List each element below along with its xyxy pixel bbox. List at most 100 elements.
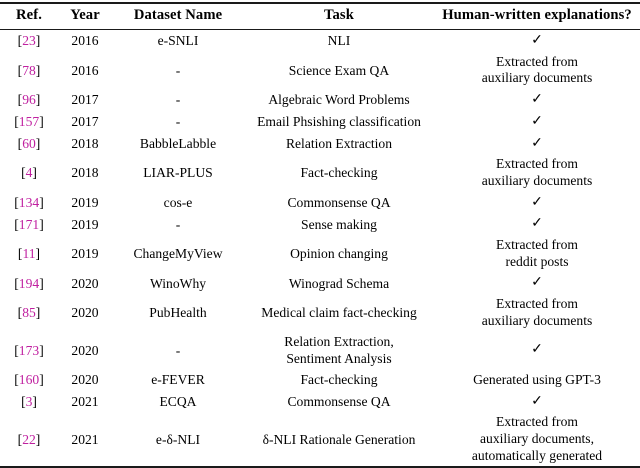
cell-ref: [171] <box>0 213 58 235</box>
cell-task: Fact-checking <box>300 372 378 388</box>
cell-dataset-name: e-FEVER <box>151 372 205 388</box>
table-row: [60] 2018 BabbleLabble Relation Extraction ✓ <box>0 133 640 155</box>
cell-year: 2016 <box>71 33 99 49</box>
cell-explanations: Generated using GPT-3 <box>473 371 601 387</box>
column-header-human-written-explanations: Human-written explanations? <box>442 7 632 23</box>
column-header-dataset-name: Dataset Name <box>133 7 223 23</box>
cell-task: Email Phsishing classification <box>257 114 421 130</box>
checkmark-icon: ✓ <box>531 216 543 232</box>
cell-ref: [78] <box>0 52 58 89</box>
cell-ref: [134] <box>0 192 58 214</box>
cell-task: Relation Extraction <box>285 135 393 151</box>
citation-link[interactable]: [22] <box>17 431 41 447</box>
cell-explanations: Extracted from auxiliary documents <box>481 53 593 86</box>
cell-ref: [11] <box>0 235 58 272</box>
datasets-table: Ref. Year Dataset Name Task Human-writte… <box>0 4 640 29</box>
citation-number: 173 <box>18 342 40 358</box>
cell-ref: [160] <box>0 369 58 390</box>
citation-link[interactable]: [134] <box>14 194 44 210</box>
citation-number: 194 <box>18 275 40 291</box>
citation-link[interactable]: [85] <box>17 305 41 321</box>
table-row: [173] 2020 - Relation Extraction, Sentiment… <box>0 331 640 369</box>
table-row: [171]2019-Sense making✓ <box>0 213 640 235</box>
citation-number: 160 <box>18 372 40 388</box>
citation-link[interactable]: [173] <box>14 342 44 358</box>
cell-year: 2020 <box>71 342 99 358</box>
table-row: [96]2017-Algebraic Word Problems✓ <box>0 89 640 111</box>
cell-task: Opinion changing <box>290 246 388 262</box>
cell-dataset-name: ChangeMyView <box>133 246 223 262</box>
citation-number: 3 <box>25 393 33 409</box>
checkmark-icon: ✓ <box>531 393 543 409</box>
cell-year: 2020 <box>71 372 99 388</box>
cell-year: 2021 <box>71 431 99 447</box>
cell-ref: [22] <box>0 412 58 466</box>
checkmark-icon: ✓ <box>531 342 543 358</box>
table-row: [157]2017-Email Phsishing classification… <box>0 111 640 133</box>
cell-year: 2021 <box>71 393 99 409</box>
cell-task: Winograd Schema <box>288 275 390 291</box>
cell-task: Commonsense QA <box>287 194 391 210</box>
cell-year: 2019 <box>71 194 99 210</box>
column-header-year: Year <box>70 7 100 23</box>
citation-link[interactable]: [23] <box>17 33 41 49</box>
cell-explanations: Extracted from auxiliary documents <box>481 156 593 188</box>
cell-task: Relation Extraction, Sentiment Analysis <box>284 334 394 367</box>
citation-link[interactable]: [157] <box>14 114 44 130</box>
table-top-rule <box>0 2 640 4</box>
table-row: [11] 2019 ChangeMyView Opinion changing Extr… <box>0 235 640 272</box>
citation-link[interactable]: [160] <box>14 372 44 388</box>
cell-dataset-name: - <box>175 216 181 232</box>
cell-ref: [157] <box>0 111 58 133</box>
citation-number: 78 <box>22 62 36 78</box>
table-header-row: Ref. Year Dataset Name Task Human-writte… <box>0 4 640 29</box>
cell-ref: [85] <box>0 294 58 331</box>
citation-number: 96 <box>22 92 36 108</box>
cell-dataset-name: ECQA <box>159 393 197 409</box>
cell-year: 2018 <box>71 135 99 151</box>
cell-year: 2016 <box>71 62 99 78</box>
cell-dataset-name: - <box>175 62 181 78</box>
citation-link[interactable]: [60] <box>17 135 41 151</box>
cell-task: NLI <box>327 33 351 49</box>
citation-link[interactable]: [78] <box>17 62 41 78</box>
citation-link[interactable]: [194] <box>14 275 44 291</box>
cell-dataset-name: LIAR-PLUS <box>143 165 213 181</box>
citation-link[interactable]: [96] <box>17 92 41 108</box>
cell-dataset-name: - <box>175 342 181 358</box>
cell-year: 2017 <box>71 114 99 130</box>
cell-dataset-name: e-δ-NLI <box>155 431 201 447</box>
cell-dataset-name: WinoWhy <box>149 275 207 291</box>
table-header: Ref. Year Dataset Name Task Human-writte… <box>0 4 640 29</box>
cell-task: Algebraic Word Problems <box>268 92 410 108</box>
checkmark-icon: ✓ <box>531 135 543 151</box>
table-header-rule <box>0 29 640 30</box>
citation-number: 134 <box>18 194 40 210</box>
cell-ref: [194] <box>0 272 58 294</box>
cell-dataset-name: cos-e <box>163 194 193 210</box>
cell-year: 2019 <box>71 216 99 232</box>
cell-dataset-name: PubHealth <box>149 305 207 321</box>
cell-year: 2019 <box>71 246 99 262</box>
cell-dataset-name: BabbleLabble <box>139 135 217 151</box>
column-header-ref: Ref. <box>16 7 42 23</box>
checkmark-icon: ✓ <box>531 113 543 129</box>
citation-link[interactable]: [11] <box>17 246 41 262</box>
citation-link[interactable]: [171] <box>14 216 44 232</box>
column-header-task: Task <box>324 7 354 23</box>
citation-link[interactable]: [3] <box>21 393 37 409</box>
cell-ref: [60] <box>0 133 58 155</box>
cell-ref: [173] <box>0 331 58 369</box>
cell-ref: [4] <box>0 154 58 191</box>
citation-link[interactable]: [4] <box>21 165 37 181</box>
cell-explanations: Extracted from reddit posts <box>496 237 578 269</box>
cell-year: 2018 <box>71 165 99 181</box>
